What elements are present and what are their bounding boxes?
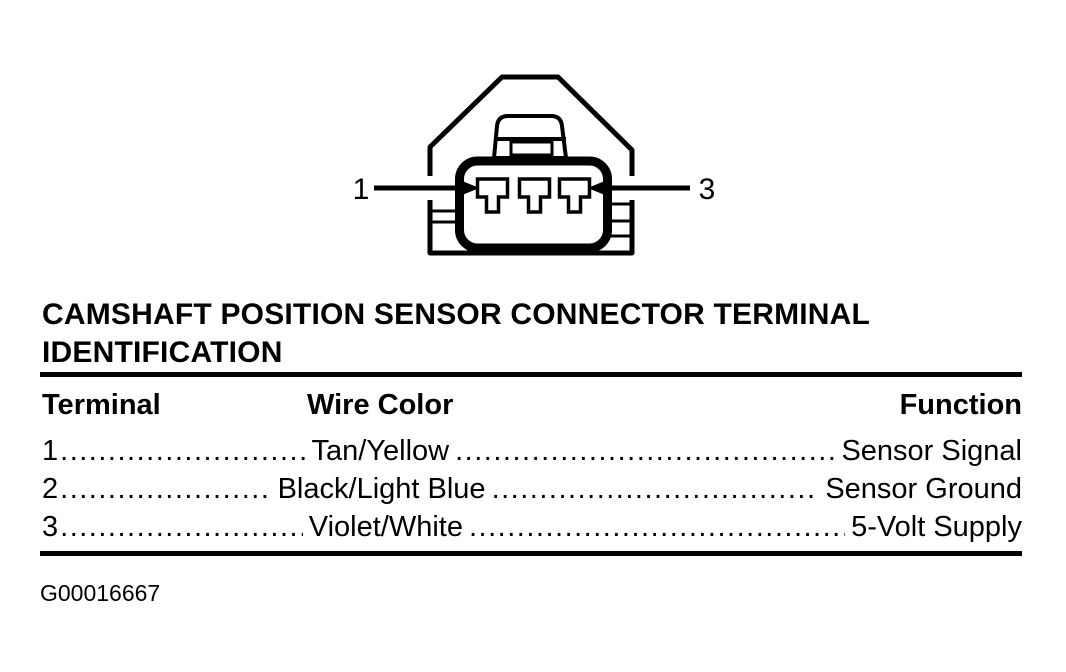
connector-latch (492, 114, 568, 160)
wire-color: Violet/White (308, 511, 463, 543)
terminal-1-pin (475, 177, 510, 214)
column-header-terminal: Terminal (42, 389, 161, 421)
wire-color: Black/Light Blue (277, 473, 486, 505)
pin-1-arrowhead-icon (455, 178, 480, 198)
dot-leader: ........................................… (491, 473, 820, 505)
dot-leader: ........................................… (455, 435, 835, 467)
terminal-3-pin (557, 177, 592, 214)
terminal-table: 1 ......................................… (42, 432, 1022, 546)
pin-3-arrowhead-icon (587, 178, 612, 198)
table-row: 2 ......................................… (42, 470, 1022, 508)
terminal-number: 1 (42, 435, 59, 467)
divider-top (40, 372, 1022, 377)
table-row: 3 ......................................… (42, 508, 1022, 546)
terminal-function: 5-Volt Supply (851, 511, 1022, 543)
terminal-number: 3 (42, 511, 59, 543)
terminal-number: 2 (42, 473, 59, 505)
dot-leader: ........................................… (60, 511, 303, 543)
wire-color: Tan/Yellow (311, 435, 450, 467)
pin-3-callout-label: 3 (699, 173, 716, 206)
figure-caption-title: CAMSHAFT POSITION SENSOR CONNECTOR TERMI… (42, 298, 870, 369)
dot-leader: ........................................… (469, 511, 845, 543)
figure-id: G00016667 (40, 580, 161, 606)
terminal-function: Sensor Signal (841, 435, 1022, 467)
pin-1-callout-label: 1 (353, 173, 370, 206)
table-row: 1 ......................................… (42, 432, 1022, 470)
terminal-function: Sensor Ground (825, 473, 1022, 505)
dot-leader: ........................................… (60, 473, 271, 505)
column-header-function: Function (899, 389, 1022, 421)
connector-figure: 1 3 (353, 74, 716, 256)
dot-leader: ........................................… (60, 435, 305, 467)
housing-side-ribs (432, 202, 630, 238)
table-header-row: Terminal Wire Color Function (42, 389, 1022, 422)
divider-bottom (40, 551, 1022, 556)
terminal-2-pin (517, 177, 552, 214)
column-header-wire-color: Wire Color (307, 389, 454, 421)
